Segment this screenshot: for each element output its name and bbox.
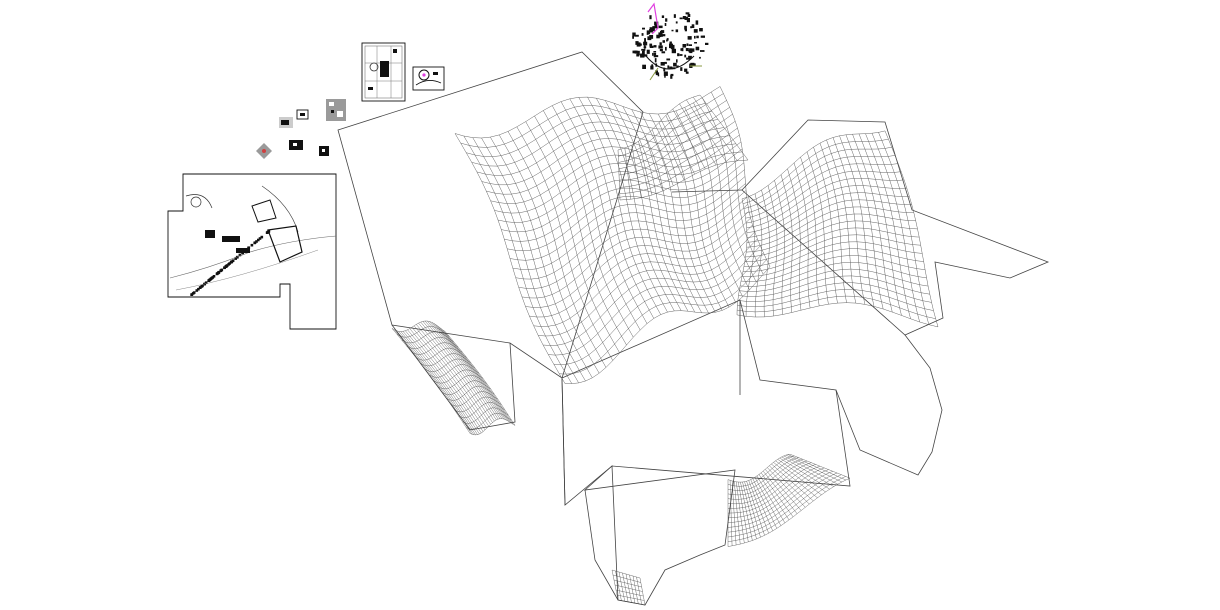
terrain-mesh-bottom-sliver xyxy=(611,569,646,606)
terrain-mesh-left xyxy=(391,320,516,436)
center-front-face xyxy=(561,299,851,506)
plan-thumb-small-b[interactable] xyxy=(289,140,303,150)
magenta-accent-line xyxy=(647,2,659,35)
site-plan-large[interactable] xyxy=(167,173,337,330)
terrain-mesh-main-ribbon xyxy=(617,94,749,201)
left-flap-edge xyxy=(391,324,516,431)
olive-accent-line-2 xyxy=(649,67,659,81)
plan-thumb-tall[interactable] xyxy=(361,42,406,102)
terrain-mesh-main xyxy=(454,86,771,384)
plan-thumb-small-c[interactable] xyxy=(319,146,329,156)
thumb-frame xyxy=(412,66,445,91)
edge-center-vertical xyxy=(561,377,566,506)
edge-top-bridge xyxy=(671,189,743,193)
plan-thumb-diamond[interactable] xyxy=(256,143,272,159)
plan-thumb-gray[interactable] xyxy=(326,99,346,121)
top-cluster-plan[interactable] xyxy=(632,2,709,81)
right-wing-face xyxy=(741,119,1050,336)
plan-thumb-small-a[interactable] xyxy=(296,109,309,120)
mesh-layer xyxy=(391,86,939,606)
cluster-dots xyxy=(632,12,709,79)
plan-thumb-round[interactable] xyxy=(412,66,445,91)
bottom-lobe-face xyxy=(583,465,736,606)
bottom-lobe-edge xyxy=(584,489,619,601)
left-slab-face xyxy=(337,51,644,379)
model-outline xyxy=(337,51,1050,606)
terrain-mesh-right xyxy=(736,130,939,328)
plan-thumb-cluster[interactable] xyxy=(279,117,293,128)
right-curve-edge xyxy=(835,334,943,476)
terrain-mesh-bottom xyxy=(727,454,851,547)
